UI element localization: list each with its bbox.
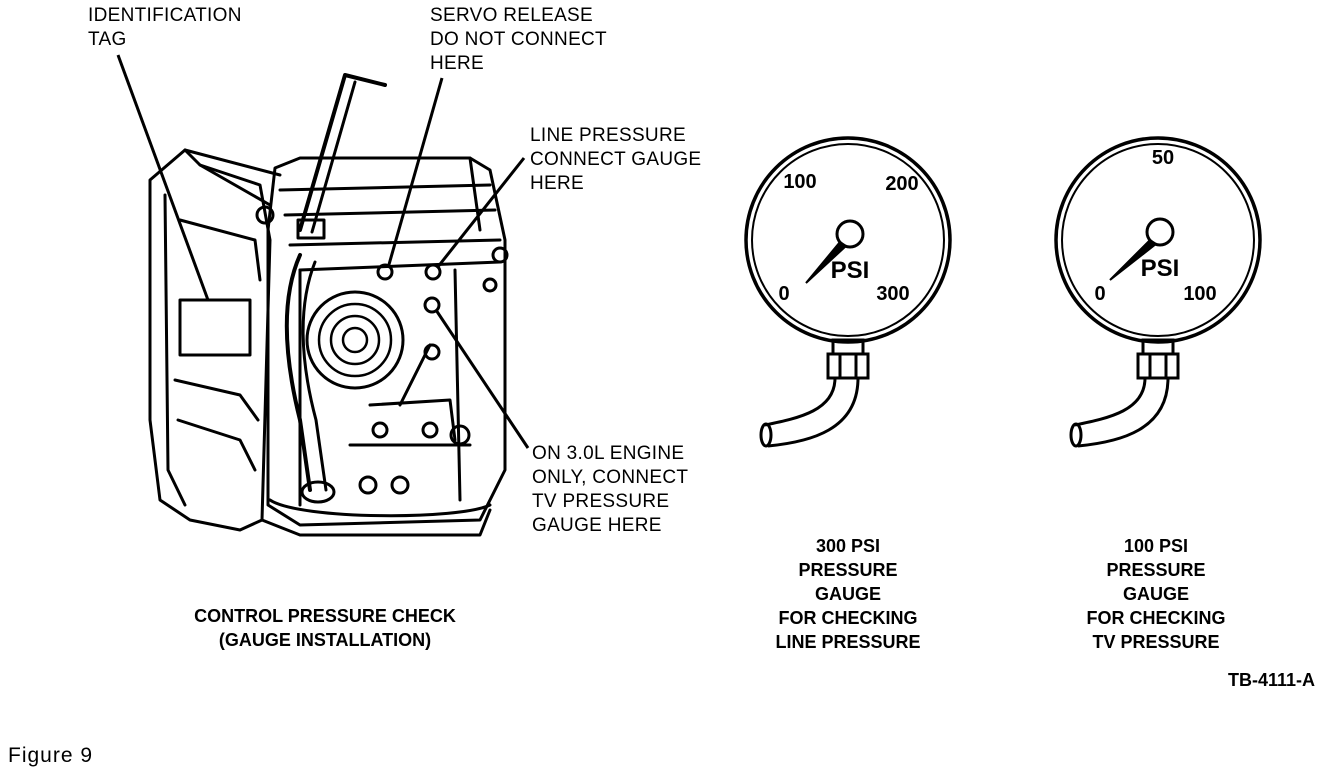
caption-line: LINE PRESSURE [775,632,921,652]
gauge-300-tick-300: 300 [876,283,909,305]
gauge-100-psi: PSI 0 50 100 [1054,136,1262,448]
gauge-100-needle [1109,238,1158,281]
caption-line: 100 PSI [1123,536,1189,556]
reference-code: TB-4111-A [1228,670,1316,690]
caption-line: FOR CHECKING [1086,608,1226,628]
callout-line: HERE [430,53,484,74]
callout-line: IDENTIFICATION [88,5,242,26]
callout-line: LINE PRESSURE [530,125,686,146]
callout-line: TAG [88,29,127,50]
gauge-100-tick-50: 50 [1152,147,1174,169]
caption-300-psi-gauge: 300 PSI PRESSURE GAUGE FOR CHECKING LINE… [748,534,948,654]
caption-100-psi-gauge: 100 PSI PRESSURE GAUGE FOR CHECKING TV P… [1056,534,1256,654]
callout-leader-lines [116,54,530,449]
caption-line: PRESSURE [798,560,898,580]
callout-line: SERVO RELEASE [430,5,594,26]
gauge-300-needle [805,240,848,284]
caption-line: GAUGE [814,584,881,604]
gauge-300-tick-100: 100 [783,171,816,193]
callout-line: HERE [530,173,584,194]
caption-line: CONTROL PRESSURE CHECK [194,606,456,626]
transmission-drawing [148,73,509,537]
gauge-300-unit: PSI [831,257,870,284]
caption-line: TV PRESSURE [1092,632,1220,652]
gauge-100-unit: PSI [1141,255,1180,282]
callout-line: CONNECT GAUGE [530,149,702,170]
gauge-100-tick-100: 100 [1183,283,1216,305]
caption-line: (GAUGE INSTALLATION) [218,630,432,650]
callout-tv-pressure: ON 3.0L ENGINE ONLY, CONNECT TV PRESSURE… [532,442,688,538]
callout-line: ONLY, CONNECT [532,467,689,488]
caption-line: PRESSURE [1106,560,1206,580]
caption-control-pressure-check: CONTROL PRESSURE CHECK (GAUGE INSTALLATI… [160,604,490,652]
gauge-100-tick-0: 0 [1094,283,1105,305]
caption-line: FOR CHECKING [778,608,918,628]
caption-line: GAUGE [1122,584,1189,604]
callout-line-pressure: LINE PRESSURE CONNECT GAUGE HERE [530,124,701,196]
callout-line: TV PRESSURE [532,491,670,512]
gauge-300-tick-200: 200 [885,173,918,195]
gauge-300-tick-0: 0 [778,283,789,305]
caption-line: 300 PSI [815,536,881,556]
gauge-100-fitting [1069,338,1180,448]
gauge-300-fitting [759,338,870,448]
callout-servo-release: SERVO RELEASE DO NOT CONNECT HERE [430,4,607,76]
callout-line: ON 3.0L ENGINE [532,443,685,464]
callout-line: DO NOT CONNECT [430,29,607,50]
callout-line: GAUGE HERE [532,515,662,536]
figure-label: Figure 9 [8,744,94,767]
callout-identification-tag: IDENTIFICATION TAG [88,4,242,52]
gauge-300-psi: PSI 0 100 200 300 [744,136,952,448]
